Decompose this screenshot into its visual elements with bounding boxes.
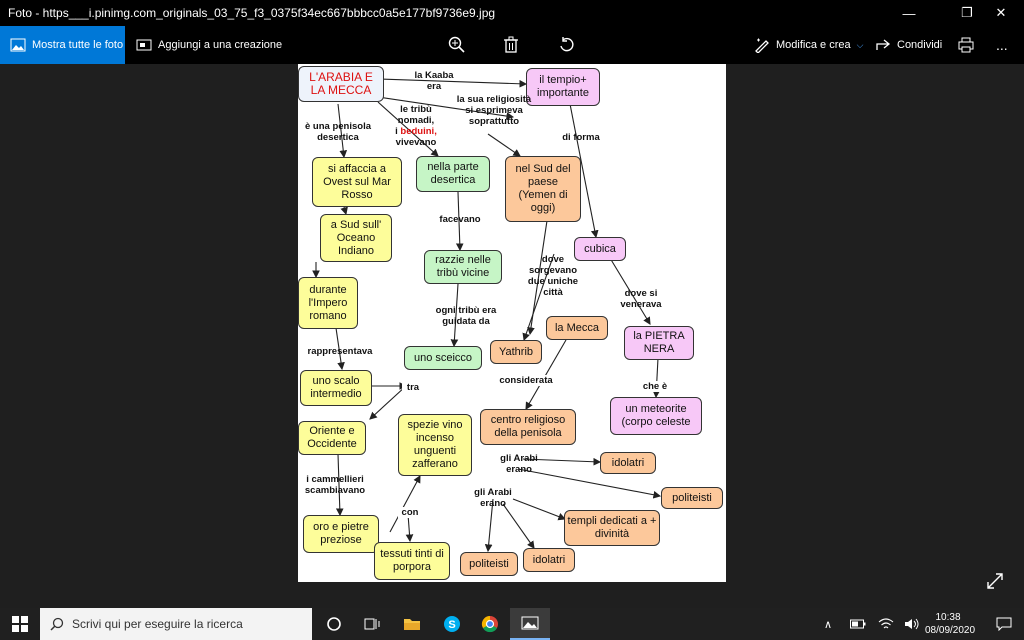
- node-cubica: cubica: [574, 237, 626, 261]
- link-rappresentava: rappresentava: [307, 346, 373, 357]
- show-all-photos-label: Mostra tutte le foto: [32, 39, 124, 51]
- add-to-creation-label: Aggiungi a una creazione: [158, 39, 283, 51]
- node-yathrib: Yathrib: [490, 340, 542, 364]
- task-view-icon[interactable]: [352, 608, 392, 640]
- node-mecca: la Mecca: [546, 316, 608, 340]
- node-pietra-nera: la PIETRA NERA: [624, 326, 694, 360]
- edit-create-label: Modifica e crea: [776, 39, 851, 51]
- edit-icon: [755, 38, 769, 53]
- cortana-icon[interactable]: [314, 608, 354, 640]
- node-scalo: uno scalo intermedio: [300, 370, 372, 406]
- link-dove-venerava: dove si venerava: [620, 288, 662, 310]
- node-meteorite: un meteorite (corpo celeste: [610, 397, 702, 435]
- close-button[interactable]: ✕: [995, 5, 1007, 20]
- link-religiosita: la sua religiosità si esprimeva soprattu…: [456, 94, 532, 127]
- node-spezie: spezie vino incenso unguenti zafferano: [398, 414, 472, 476]
- node-politeisti-2: politeisti: [460, 552, 518, 576]
- connector-lines: [312, 78, 662, 553]
- link-di-forma: di forma: [562, 132, 600, 143]
- zoom-button[interactable]: [448, 26, 468, 64]
- node-politeisti-1: politeisti: [661, 487, 723, 509]
- print-button[interactable]: [958, 26, 976, 64]
- node-tessuti: tessuti tinti di porpora: [374, 542, 450, 580]
- chevron-up-icon[interactable]: ∧: [823, 618, 833, 631]
- wifi-icon[interactable]: [874, 608, 898, 640]
- search-icon: [50, 617, 64, 631]
- node-razzie: razzie nelle tribù vicine: [424, 250, 502, 284]
- file-explorer-icon[interactable]: [392, 608, 432, 640]
- edit-create-button[interactable]: Modifica e crea ⌵: [754, 26, 863, 64]
- more-button[interactable]: ...: [996, 37, 1008, 53]
- taskbar: Scrivi qui per eseguire la ricerca S ∧ 1…: [0, 608, 1024, 640]
- link-ogni-tribu: ogni tribù era guidata da: [435, 305, 497, 327]
- node-sud-yemen: nel Sud del paese (Yemen di oggi): [505, 156, 581, 222]
- svg-text:S: S: [448, 619, 455, 631]
- node-impero: durante l'Impero romano: [298, 277, 358, 329]
- node-idolatri-2: idolatri: [523, 548, 575, 572]
- link-arabi-2: gli Arabi erano: [474, 487, 512, 509]
- link-tra: tra: [402, 382, 424, 393]
- map-title: L'ARABIA E LA MECCA: [298, 66, 384, 102]
- link-facevano: facevano: [439, 214, 481, 225]
- node-idolatri-1: idolatri: [600, 452, 656, 474]
- link-dove-sorgevano: dove sorgevano due uniche città: [527, 254, 579, 298]
- link-penisola: è una penisola desertica: [305, 121, 371, 143]
- photos-app-icon[interactable]: [510, 608, 550, 640]
- fullscreen-icon[interactable]: [986, 572, 1004, 590]
- show-all-photos-button[interactable]: Mostra tutte le foto: [0, 26, 125, 64]
- rotate-button[interactable]: [557, 26, 577, 64]
- link-arabi-1: gli Arabi erano: [500, 453, 538, 475]
- creation-icon: [136, 39, 152, 51]
- battery-icon[interactable]: [846, 608, 870, 640]
- chevron-down-icon: ⌵: [856, 39, 864, 50]
- node-tempio: il tempio+ importante: [526, 68, 600, 106]
- concept-map-image: L'ARABIA E LA MECCA il tempio+ important…: [298, 64, 726, 582]
- clock-time: 10:38: [935, 612, 961, 623]
- node-desertica: nella parte desertica: [416, 156, 490, 192]
- volume-icon[interactable]: [900, 608, 924, 640]
- title-bar: Foto - https___i.pinimg.com_originals_03…: [0, 0, 1024, 26]
- windows-icon: [12, 616, 28, 632]
- add-to-creation-button[interactable]: Aggiungi a una creazione: [136, 26, 282, 64]
- node-oro: oro e pietre preziose: [303, 515, 379, 553]
- taskbar-search[interactable]: Scrivi qui per eseguire la ricerca: [40, 608, 312, 640]
- link-kaaba: la Kaaba era: [414, 70, 454, 92]
- maximize-button[interactable]: ❐: [961, 5, 973, 20]
- search-placeholder: Scrivi qui per eseguire la ricerca: [72, 617, 243, 631]
- zoom-in-icon: [448, 36, 465, 53]
- start-button[interactable]: [0, 608, 40, 640]
- node-affaccia: si affaccia a Ovest sul Mar Rosso: [312, 157, 402, 207]
- link-con: con: [398, 507, 422, 518]
- link-considerata: considerata: [494, 375, 558, 386]
- notification-icon[interactable]: [984, 608, 1024, 640]
- photo-icon: [10, 38, 26, 52]
- chrome-icon[interactable]: [470, 608, 510, 640]
- share-button[interactable]: Condividi: [875, 26, 942, 64]
- system-clock[interactable]: 10:38 08/09/2020: [925, 611, 976, 637]
- link-che-e: che è: [640, 381, 670, 392]
- skype-icon[interactable]: S: [432, 608, 472, 640]
- minimize-button[interactable]: —: [902, 5, 916, 21]
- node-sceicco: uno sceicco: [404, 346, 482, 370]
- printer-icon: [958, 37, 974, 53]
- clock-date: 08/09/2020: [925, 625, 976, 636]
- link-tribu: le tribù nomadi, i beduini, vivevano: [395, 104, 437, 148]
- node-templi: templi dedicati a + divinità: [564, 510, 660, 546]
- trash-icon: [504, 36, 518, 53]
- node-oriente: Oriente e Occidente: [298, 421, 366, 455]
- share-label: Condividi: [897, 39, 943, 51]
- app-toolbar: Mostra tutte le foto Aggiungi a una crea…: [0, 26, 1024, 64]
- node-sud-oceano: a Sud sull' Oceano Indiano: [320, 214, 392, 262]
- delete-button[interactable]: [503, 26, 521, 64]
- rotate-icon: [560, 37, 574, 52]
- node-centro: centro religioso della penisola: [480, 409, 576, 445]
- link-cammellieri: i cammellieri scambiavano: [304, 474, 366, 496]
- share-icon: [876, 39, 891, 50]
- window-title: Foto - https___i.pinimg.com_originals_03…: [8, 6, 496, 20]
